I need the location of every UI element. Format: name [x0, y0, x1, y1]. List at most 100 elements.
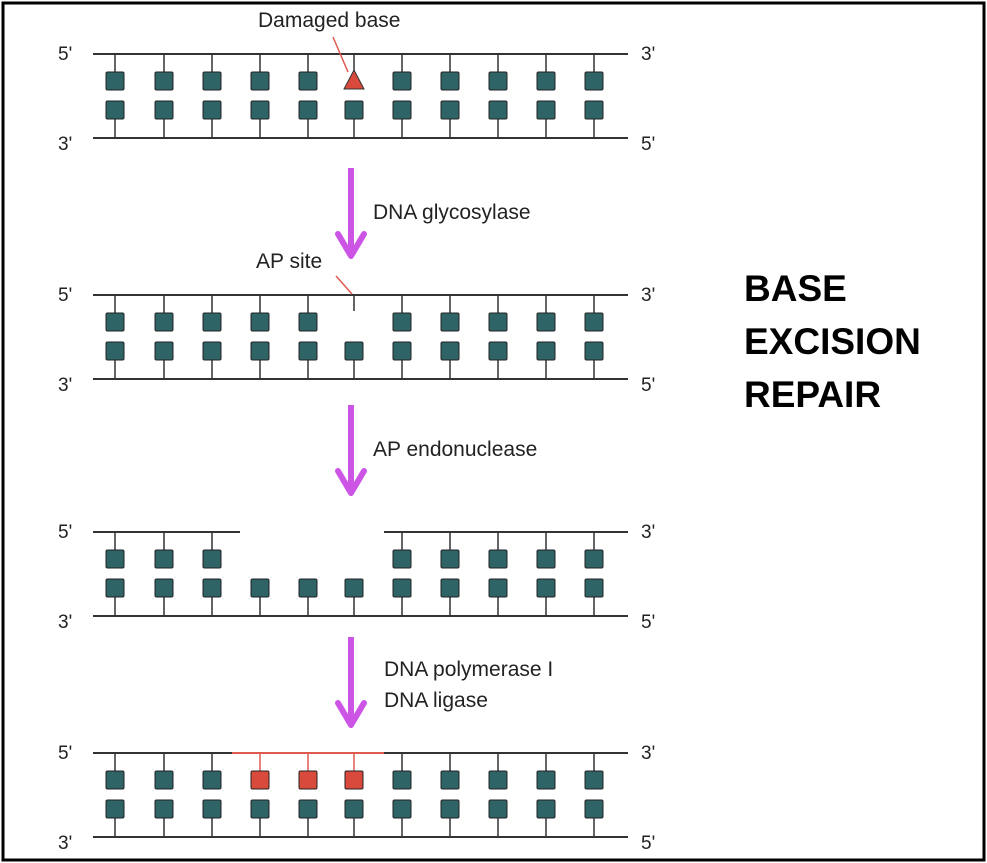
base — [584, 770, 604, 790]
base — [392, 549, 412, 569]
base — [154, 312, 174, 332]
base — [440, 341, 460, 361]
title-line-3: REPAIR — [744, 374, 882, 415]
ap-site-label: AP site — [256, 250, 322, 273]
base — [202, 312, 222, 332]
base — [250, 71, 270, 91]
base — [105, 100, 125, 120]
repaired-base — [344, 770, 364, 790]
title-line-1: BASE — [744, 268, 847, 309]
base — [105, 71, 125, 91]
base — [344, 341, 364, 361]
base — [154, 341, 174, 361]
step-1-enzyme-label: DNA glycosylase — [373, 201, 531, 224]
base — [298, 100, 318, 120]
base — [250, 341, 270, 361]
base — [584, 341, 604, 361]
base — [154, 100, 174, 120]
damaged-base — [343, 68, 365, 90]
dna-strands: 5'3'3'5'5'3'3'5'5'3'3'5'5'3'3'5' — [58, 44, 655, 854]
three-prime-top-label: 3' — [641, 44, 655, 65]
step-arrows — [335, 168, 367, 728]
base — [202, 100, 222, 120]
step-3-enzyme-label-1: DNA polymerase I — [384, 658, 553, 681]
base — [488, 578, 508, 598]
base — [202, 578, 222, 598]
repaired-base — [250, 770, 270, 790]
base — [584, 71, 604, 91]
base — [105, 578, 125, 598]
base — [536, 578, 556, 598]
step-2-arrow-head — [335, 468, 367, 496]
five-prime-top-label: 5' — [58, 522, 72, 543]
base — [584, 312, 604, 332]
base — [440, 312, 460, 332]
base — [344, 100, 364, 120]
damaged-base-label: Damaged base — [258, 9, 400, 32]
base — [440, 799, 460, 819]
base — [202, 770, 222, 790]
three-prime-bottom-label: 3' — [58, 612, 72, 633]
base — [536, 71, 556, 91]
base — [584, 578, 604, 598]
damaged-base-pointer — [332, 36, 349, 73]
base — [344, 799, 364, 819]
base — [536, 341, 556, 361]
base — [488, 341, 508, 361]
base — [105, 549, 125, 569]
base — [584, 549, 604, 569]
five-prime-bottom-label: 5' — [641, 833, 655, 854]
base — [202, 341, 222, 361]
diagram-title: BASE EXCISION REPAIR — [744, 262, 921, 421]
base — [584, 100, 604, 120]
base — [250, 312, 270, 332]
five-prime-bottom-label: 5' — [641, 134, 655, 155]
base — [154, 770, 174, 790]
three-prime-bottom-label: 3' — [58, 375, 72, 396]
base — [105, 770, 125, 790]
base — [488, 799, 508, 819]
base — [440, 71, 460, 91]
base — [488, 770, 508, 790]
base — [154, 578, 174, 598]
base — [392, 799, 412, 819]
five-prime-top-label: 5' — [58, 44, 72, 65]
three-prime-bottom-label: 3' — [58, 833, 72, 854]
base — [536, 770, 556, 790]
base — [536, 312, 556, 332]
base — [298, 578, 318, 598]
base — [250, 100, 270, 120]
base — [488, 100, 508, 120]
five-prime-top-label: 5' — [58, 285, 72, 306]
base — [202, 799, 222, 819]
base — [440, 770, 460, 790]
base — [298, 341, 318, 361]
step-3-arrow-head — [335, 700, 367, 728]
five-prime-top-label: 5' — [58, 743, 72, 764]
base — [392, 341, 412, 361]
title-line-2: EXCISION — [744, 321, 921, 362]
three-prime-top-label: 3' — [641, 285, 655, 306]
base — [298, 71, 318, 91]
base — [154, 549, 174, 569]
base — [392, 770, 412, 790]
base — [105, 312, 125, 332]
base — [440, 100, 460, 120]
base — [440, 549, 460, 569]
base — [536, 100, 556, 120]
base — [392, 578, 412, 598]
base — [105, 341, 125, 361]
base — [298, 799, 318, 819]
base — [488, 71, 508, 91]
base — [392, 71, 412, 91]
base — [488, 312, 508, 332]
base — [105, 799, 125, 819]
base — [154, 799, 174, 819]
three-prime-top-label: 3' — [641, 743, 655, 764]
base — [536, 799, 556, 819]
repaired-base — [298, 770, 318, 790]
base — [202, 71, 222, 91]
five-prime-bottom-label: 5' — [641, 375, 655, 396]
